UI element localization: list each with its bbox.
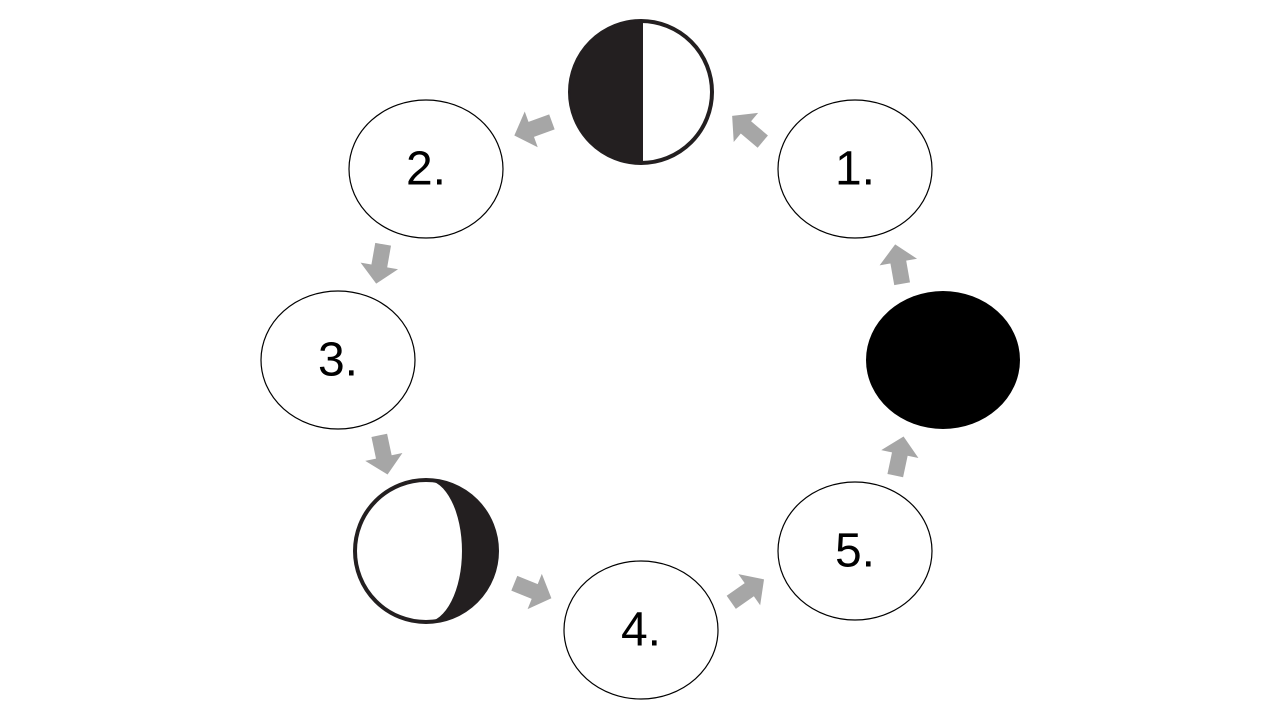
arrow-icon xyxy=(514,111,555,148)
crescent-moon-icon xyxy=(353,478,499,624)
phase-label-2: 2. xyxy=(406,143,446,196)
half-moon-icon xyxy=(568,19,714,165)
arrow-icon xyxy=(879,244,918,286)
phase-label-4: 4. xyxy=(621,604,661,657)
phase-label-5: 5. xyxy=(835,525,875,578)
arrow-icon xyxy=(360,242,399,284)
blank-phase-3: 3. xyxy=(260,290,416,430)
arrow-icon xyxy=(726,574,765,609)
blank-phase-1: 1. xyxy=(777,99,933,239)
phase-label-3: 3. xyxy=(318,334,358,387)
blank-phase-4: 4. xyxy=(563,560,719,700)
arrow-icon xyxy=(881,436,919,478)
new-moon-icon xyxy=(866,291,1020,429)
arrow-icon xyxy=(365,433,403,475)
blank-phase-5: 5. xyxy=(777,481,933,621)
cycle-arrows xyxy=(360,111,919,610)
blank-phase-2: 2. xyxy=(348,99,504,239)
phase-label-1: 1. xyxy=(835,143,875,196)
arrow-icon xyxy=(511,573,552,610)
arrow-icon xyxy=(732,112,768,148)
